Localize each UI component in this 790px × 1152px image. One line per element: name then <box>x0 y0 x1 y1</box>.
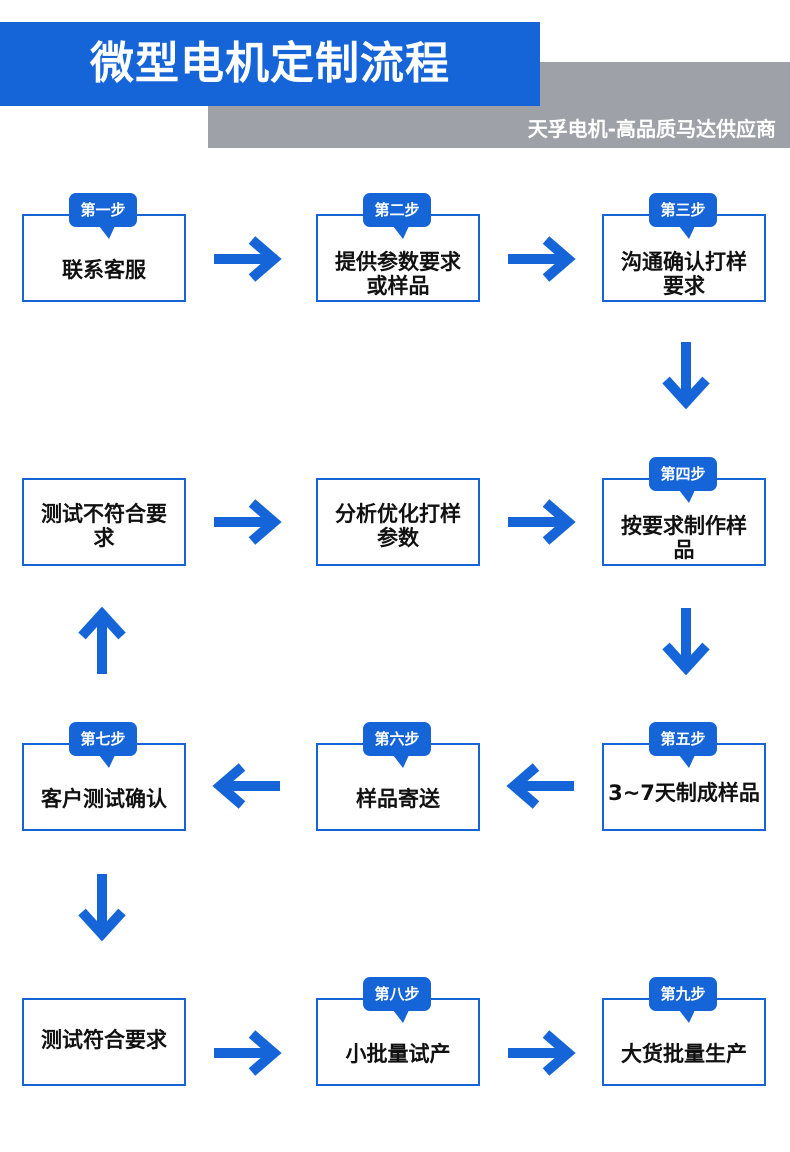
arrow-right-icon <box>508 236 576 282</box>
step-badge: 第八步 <box>363 977 431 1023</box>
arrow-down-icon <box>662 608 710 676</box>
step-badge: 第四步 <box>649 457 717 503</box>
banner-grey-band <box>208 62 790 148</box>
step-label: 联系客服 <box>62 258 146 282</box>
arrow-right-icon <box>214 1030 282 1076</box>
step-label-line2: 参数 <box>377 526 419 550</box>
step-badge: 第三步 <box>649 193 717 239</box>
step-badge: 第九步 <box>649 977 717 1023</box>
step-label: 3~7天制成样品 <box>608 781 760 805</box>
arrow-up-icon <box>78 606 126 674</box>
step-badge: 第五步 <box>649 722 717 768</box>
arrow-right-icon <box>508 1030 576 1076</box>
step-label-line1: 提供参数要求 <box>335 250 461 274</box>
step-badge: 第六步 <box>363 722 431 768</box>
step-badge: 第一步 <box>69 193 137 239</box>
arrow-left-icon <box>212 763 280 809</box>
step-label: 客户测试确认 <box>41 787 167 811</box>
arrow-down-icon <box>662 342 710 410</box>
header-banner: 微型电机定制流程 天孚电机-高品质马达供应商 <box>0 0 790 150</box>
page-title: 微型电机定制流程 <box>0 22 540 106</box>
step-badge: 第二步 <box>363 193 431 239</box>
step-label-line2: 或样品 <box>366 274 430 298</box>
arrow-left-icon <box>506 763 574 809</box>
step-badge: 第七步 <box>69 722 137 768</box>
page-subtitle: 天孚电机-高品质马达供应商 <box>527 117 776 141</box>
step-box-test-not-passed: 测试不符合要 求 <box>22 478 186 566</box>
step-label-line1: 按要求制作样 <box>621 514 747 538</box>
banner-background <box>208 62 790 148</box>
arrow-right-icon <box>214 499 282 545</box>
step-box-optimize-parameters: 分析优化打样 参数 <box>316 478 480 566</box>
step-label-line1: 测试不符合要 <box>41 502 167 526</box>
step-label-line1: 沟通确认打样 <box>621 250 747 274</box>
step-label: 测试符合要求 <box>41 1028 167 1052</box>
step-label-line1: 分析优化打样 <box>335 502 461 526</box>
arrow-down-icon <box>78 874 126 942</box>
step-label-line2: 品 <box>673 538 695 562</box>
step-label-line2: 求 <box>93 526 115 550</box>
step-label: 样品寄送 <box>356 787 440 811</box>
step-label-line2: 要求 <box>663 274 705 298</box>
arrow-right-icon <box>508 499 576 545</box>
arrow-right-icon <box>214 236 282 282</box>
step-label: 小批量试产 <box>345 1042 451 1066</box>
step-label: 大货批量生产 <box>621 1042 747 1066</box>
step-box-provide-parameters: 提供参数要求 或样品 <box>316 214 480 302</box>
step-box-test-passed: 测试符合要求 <box>22 998 186 1086</box>
